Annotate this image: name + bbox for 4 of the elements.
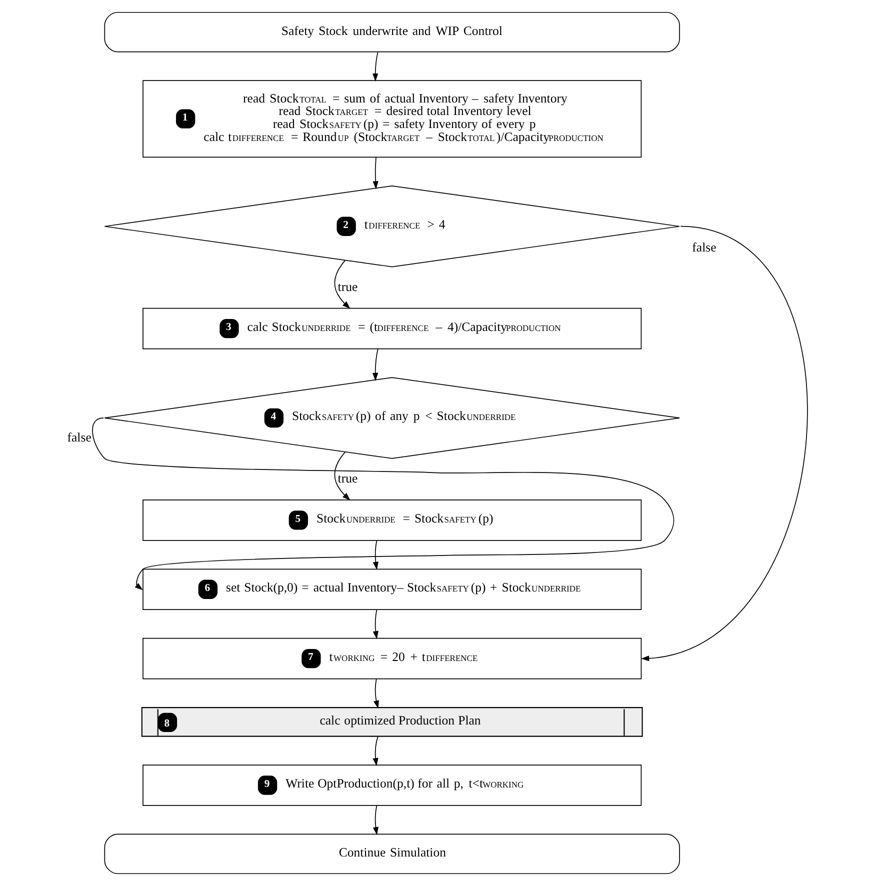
edge-label: false	[692, 240, 716, 255]
edge-label: true	[337, 280, 358, 294]
edge-label: true	[337, 471, 358, 486]
edge-label: false	[66, 430, 91, 445]
